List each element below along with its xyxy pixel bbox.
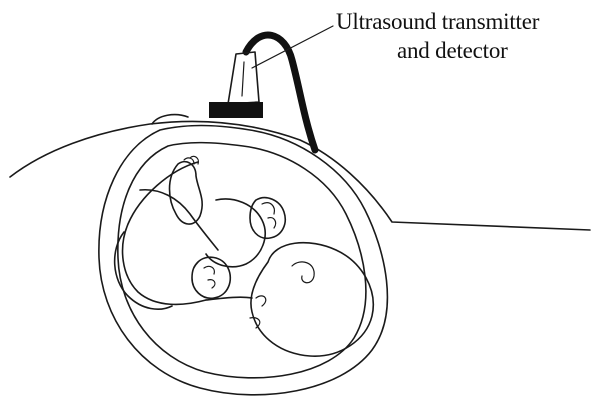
label-line-1: Ultrasound transmitter <box>336 9 539 35</box>
fetus-fist-fingers <box>204 266 215 288</box>
uterus-inner-wall <box>118 143 366 378</box>
probe-highlight <box>242 62 244 96</box>
fetus-fist <box>192 257 230 298</box>
fetus-ear <box>292 262 314 283</box>
probe-base <box>209 102 263 118</box>
fetus-foot <box>170 162 203 224</box>
label-line-2: and detector <box>397 38 508 64</box>
probe-cable <box>246 35 315 150</box>
mother-body-outline <box>10 121 590 230</box>
fetus-arm <box>206 199 265 267</box>
fetus-back <box>123 162 206 304</box>
fetus-head <box>251 243 373 356</box>
